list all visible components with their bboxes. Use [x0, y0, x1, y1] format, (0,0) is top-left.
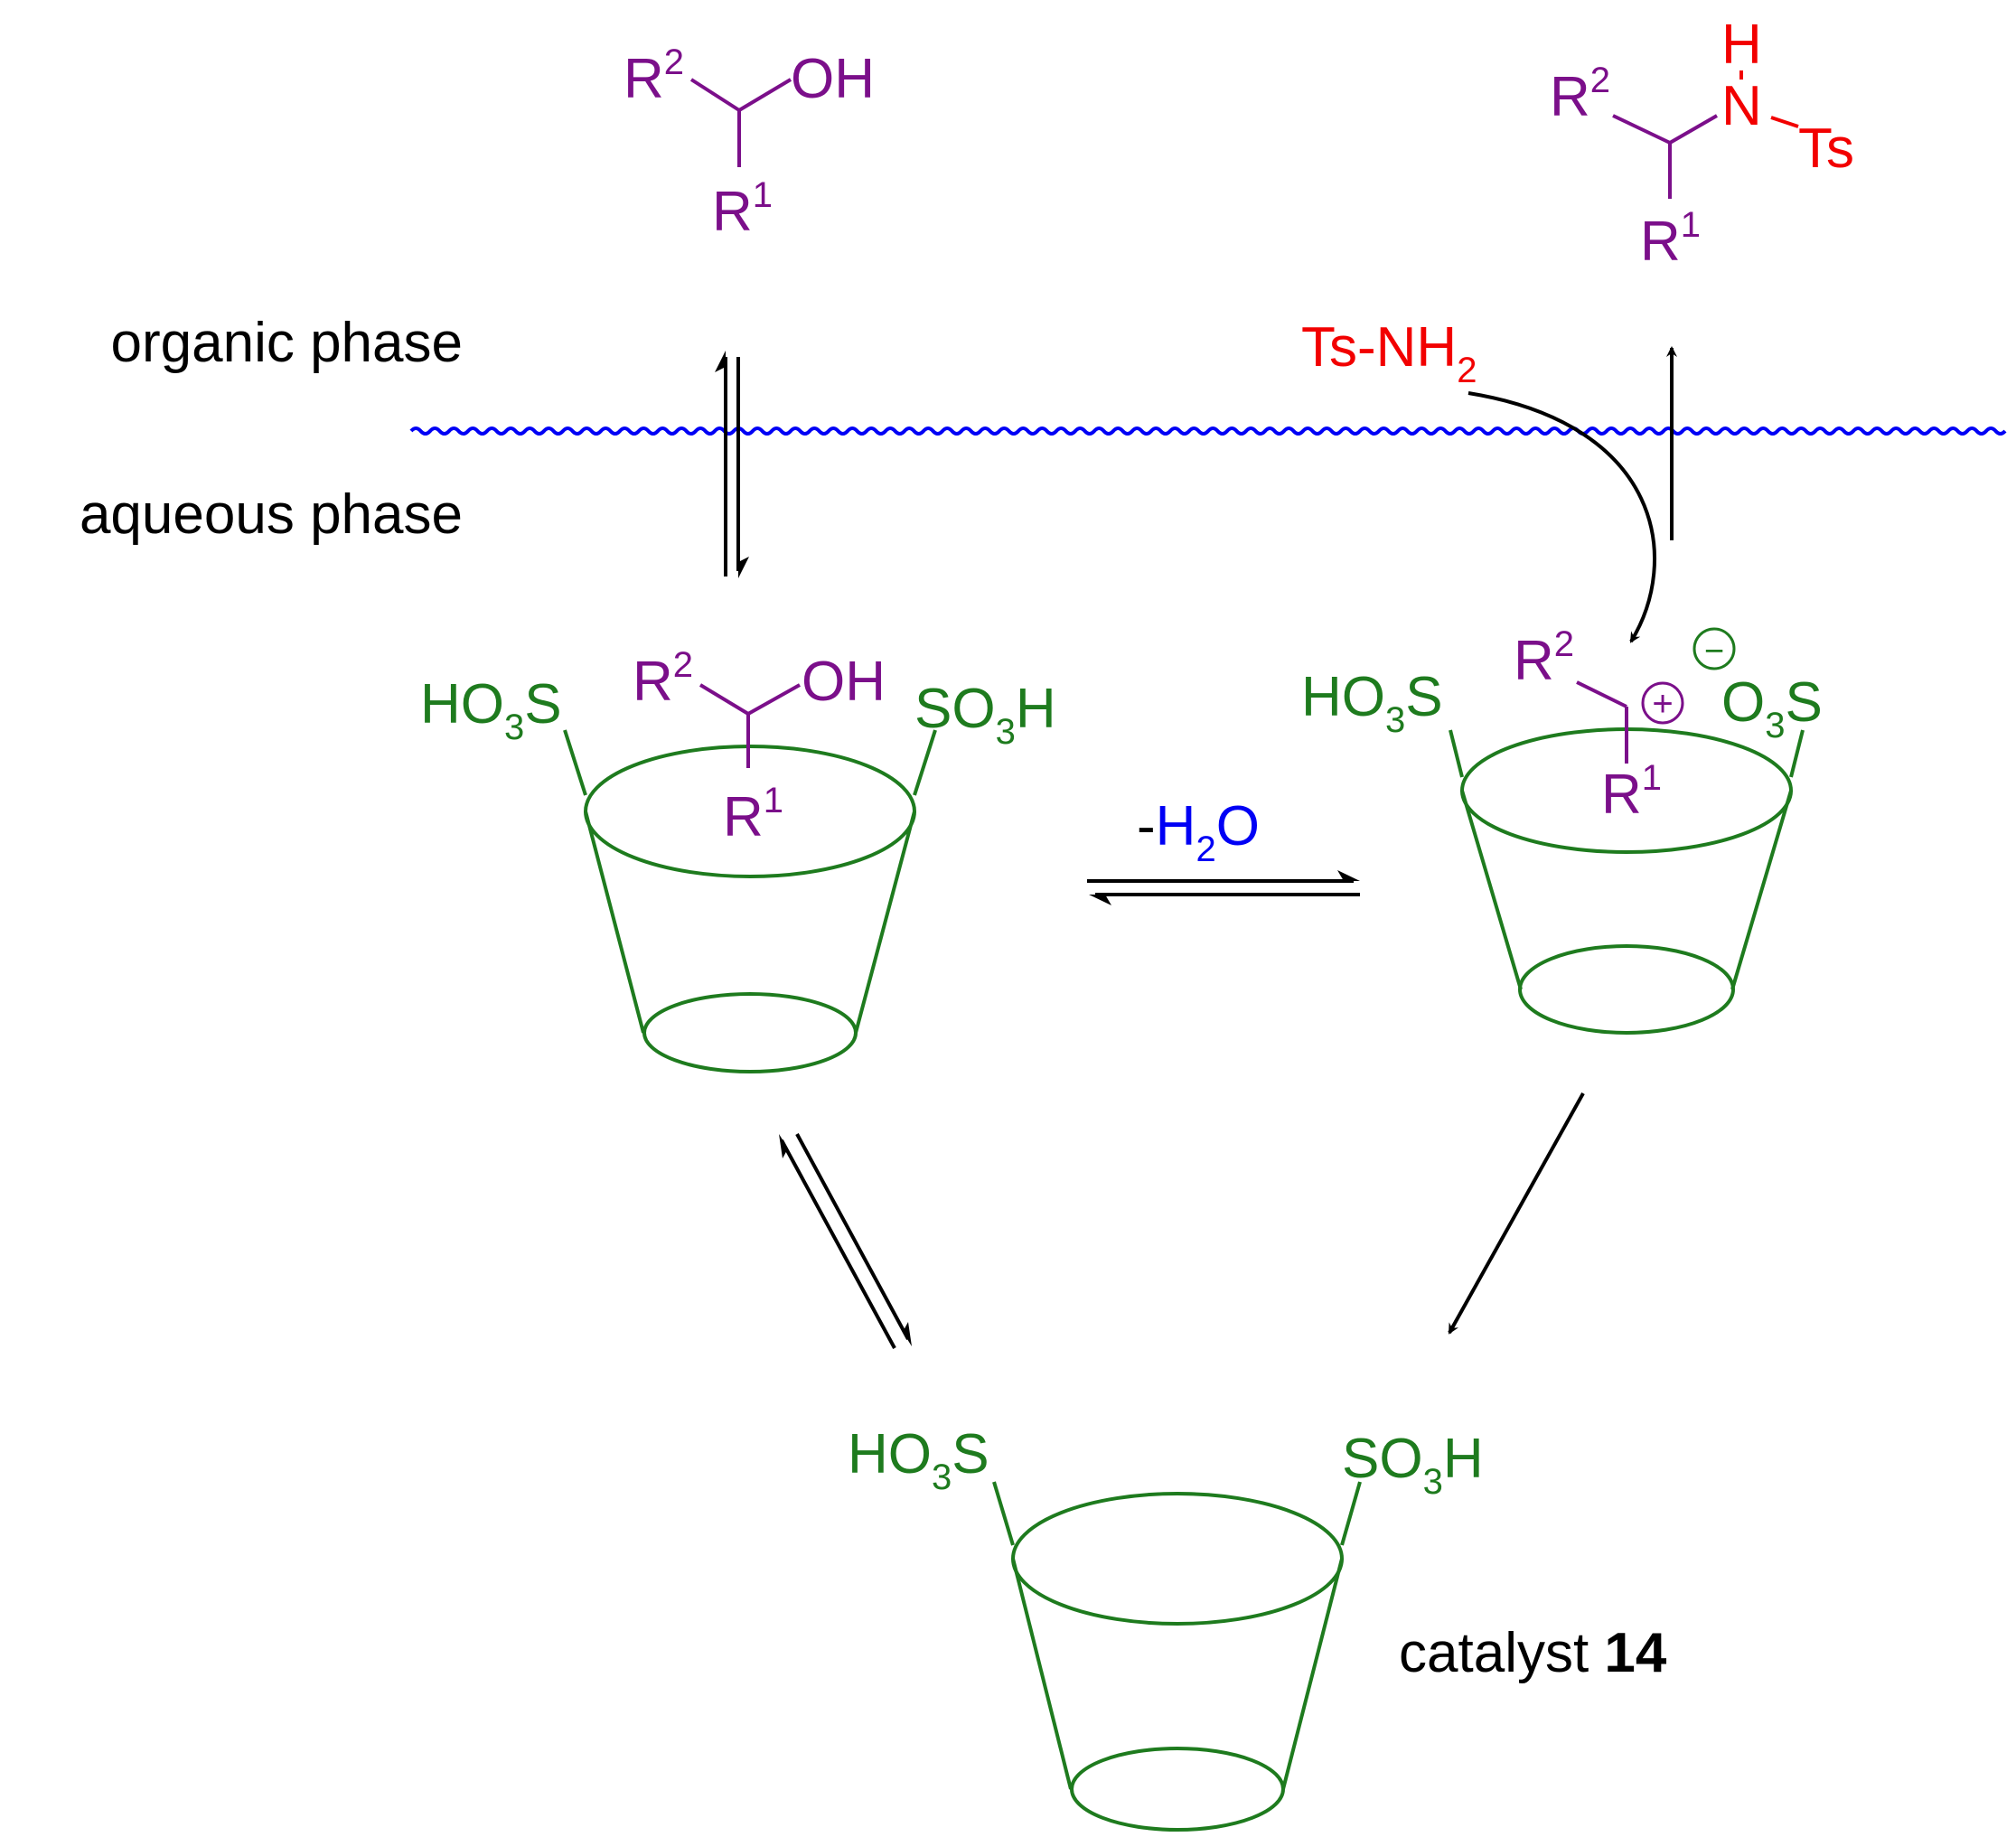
- cation-charge-icon: [1641, 681, 1684, 725]
- substrate-r2: R2: [624, 42, 684, 110]
- catalyst-caption: catalyst 14: [1399, 1622, 1667, 1684]
- right-complex-o3s: O3S: [1721, 671, 1823, 745]
- catalyst-binding-equilibrium-arrows: [779, 1133, 912, 1349]
- left-complex-ho3s: HO3S: [420, 673, 562, 747]
- product-r1: R1: [1640, 205, 1701, 273]
- reagent-ts-nh2: Ts-NH2: [1301, 316, 1477, 390]
- product-r2: R2: [1550, 61, 1610, 128]
- catalyst-so3h: SO3H: [1342, 1428, 1484, 1502]
- left-complex-r2: R2: [633, 645, 693, 713]
- organic-phase-label: organic phase: [111, 312, 464, 374]
- substrate-alcohol: R2 OH R1: [624, 42, 875, 243]
- right-complex-r1: R1: [1601, 758, 1662, 826]
- right-complex-ho3s: HO3S: [1301, 666, 1443, 740]
- substrate-oh: OH: [791, 48, 875, 110]
- water-loss-label: -H2O: [1137, 795, 1260, 869]
- left-complex-r1: R1: [723, 781, 783, 848]
- substrate-r1: R1: [712, 175, 773, 243]
- catalyst-release-arrow: [1448, 1092, 1585, 1335]
- left-complex-so3h: SO3H: [914, 678, 1056, 752]
- cyclodextrin-carbocation-complex: HO3S O3S − R2 + R1: [1301, 624, 1823, 1035]
- partition-equilibrium-arrows: [715, 351, 749, 578]
- product-n: N: [1721, 75, 1762, 137]
- cyclodextrin-alcohol-complex: HO3S SO3H R2 OH R1: [420, 645, 1056, 1073]
- dehydration-equilibrium-arrows: [1087, 870, 1360, 905]
- product-sulfonamide: H N Ts R2 R1: [1550, 14, 1854, 273]
- product-h: H: [1721, 14, 1762, 76]
- aqueous-phase-label: aqueous phase: [80, 483, 463, 546]
- product-ts: Ts: [1798, 117, 1854, 180]
- cation-charge-sign: +: [1652, 684, 1673, 724]
- nucleophile-attack-arrow: [1467, 391, 1656, 643]
- catalyst-ho3s: HO3S: [848, 1423, 989, 1497]
- right-complex-r2: R2: [1514, 624, 1574, 692]
- left-complex-oh: OH: [802, 651, 886, 713]
- phase-interface-line: [409, 426, 2007, 436]
- anion-charge-sign: −: [1704, 633, 1724, 670]
- catalyst-cyclodextrin: HO3S SO3H: [848, 1423, 1484, 1832]
- anion-charge-icon: [1693, 627, 1736, 670]
